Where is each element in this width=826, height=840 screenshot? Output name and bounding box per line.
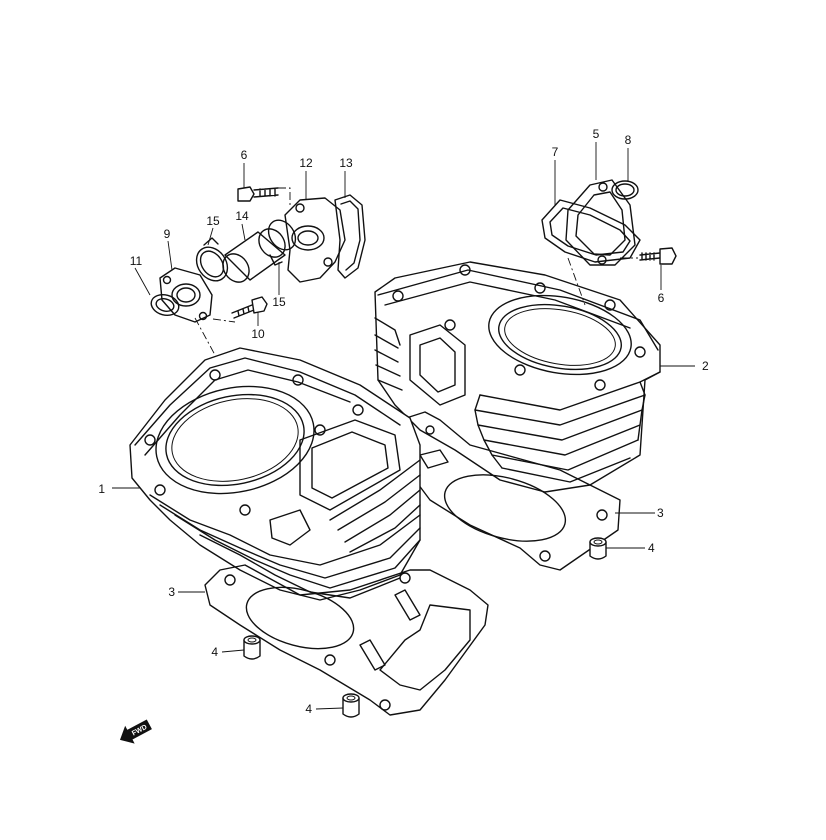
- gasket-part-7: [541, 199, 641, 263]
- rear-cylinder-part-2: [374, 261, 661, 493]
- o-ring-part-8: [611, 180, 639, 200]
- clamp-part-15-upper: [195, 237, 229, 282]
- callout-5: 5: [593, 127, 600, 141]
- front-cylinder-part-1: [129, 347, 421, 601]
- callout-4-right: 4: [648, 541, 655, 555]
- callout-6-left: 6: [241, 148, 248, 162]
- callout-13: 13: [339, 156, 353, 170]
- callout-6-right: 6: [658, 291, 665, 305]
- callout-10: 10: [251, 327, 265, 341]
- intake-pipe-part-14: [222, 228, 286, 283]
- assembly-lines: [194, 187, 638, 356]
- forward-direction-arrow: FWD: [119, 719, 152, 744]
- dowel-pin-part-4-a: [589, 537, 607, 560]
- front-base-gasket-part-3: [204, 564, 489, 716]
- tensioner-cover-part-5: [565, 179, 636, 266]
- o-ring-part-11: [150, 293, 180, 317]
- clamp-part-15-lower: [267, 219, 297, 266]
- callout-3-lower: 3: [168, 585, 175, 599]
- dowel-pin-part-4-b: [243, 635, 261, 660]
- callout-4-bottom: 4: [305, 702, 312, 716]
- leader-lines: [112, 142, 695, 710]
- bolt-part-6-right: [639, 247, 677, 265]
- intake-manifold-part-12: [284, 197, 346, 283]
- callout-labels: 1 2 3 3 4 4 4 5 6 6 7 8 9 10 11 12 13 14…: [98, 127, 709, 716]
- callout-8: 8: [625, 133, 632, 147]
- dowel-pin-part-4-c: [342, 693, 360, 718]
- callout-4-left: 4: [211, 645, 218, 659]
- callout-15-upper: 15: [206, 214, 220, 228]
- o-ring-part-13: [334, 194, 366, 279]
- callout-15-lower: 15: [272, 295, 286, 309]
- callout-12: 12: [299, 156, 313, 170]
- callout-14: 14: [235, 209, 249, 223]
- callout-7: 7: [552, 145, 559, 159]
- callout-3-upper: 3: [657, 506, 664, 520]
- callout-11: 11: [130, 254, 143, 268]
- bolt-part-10: [231, 296, 268, 319]
- callout-9: 9: [164, 227, 171, 241]
- bolt-part-6-left: [237, 186, 279, 202]
- callout-1: 1: [98, 482, 105, 496]
- callout-2: 2: [702, 359, 709, 373]
